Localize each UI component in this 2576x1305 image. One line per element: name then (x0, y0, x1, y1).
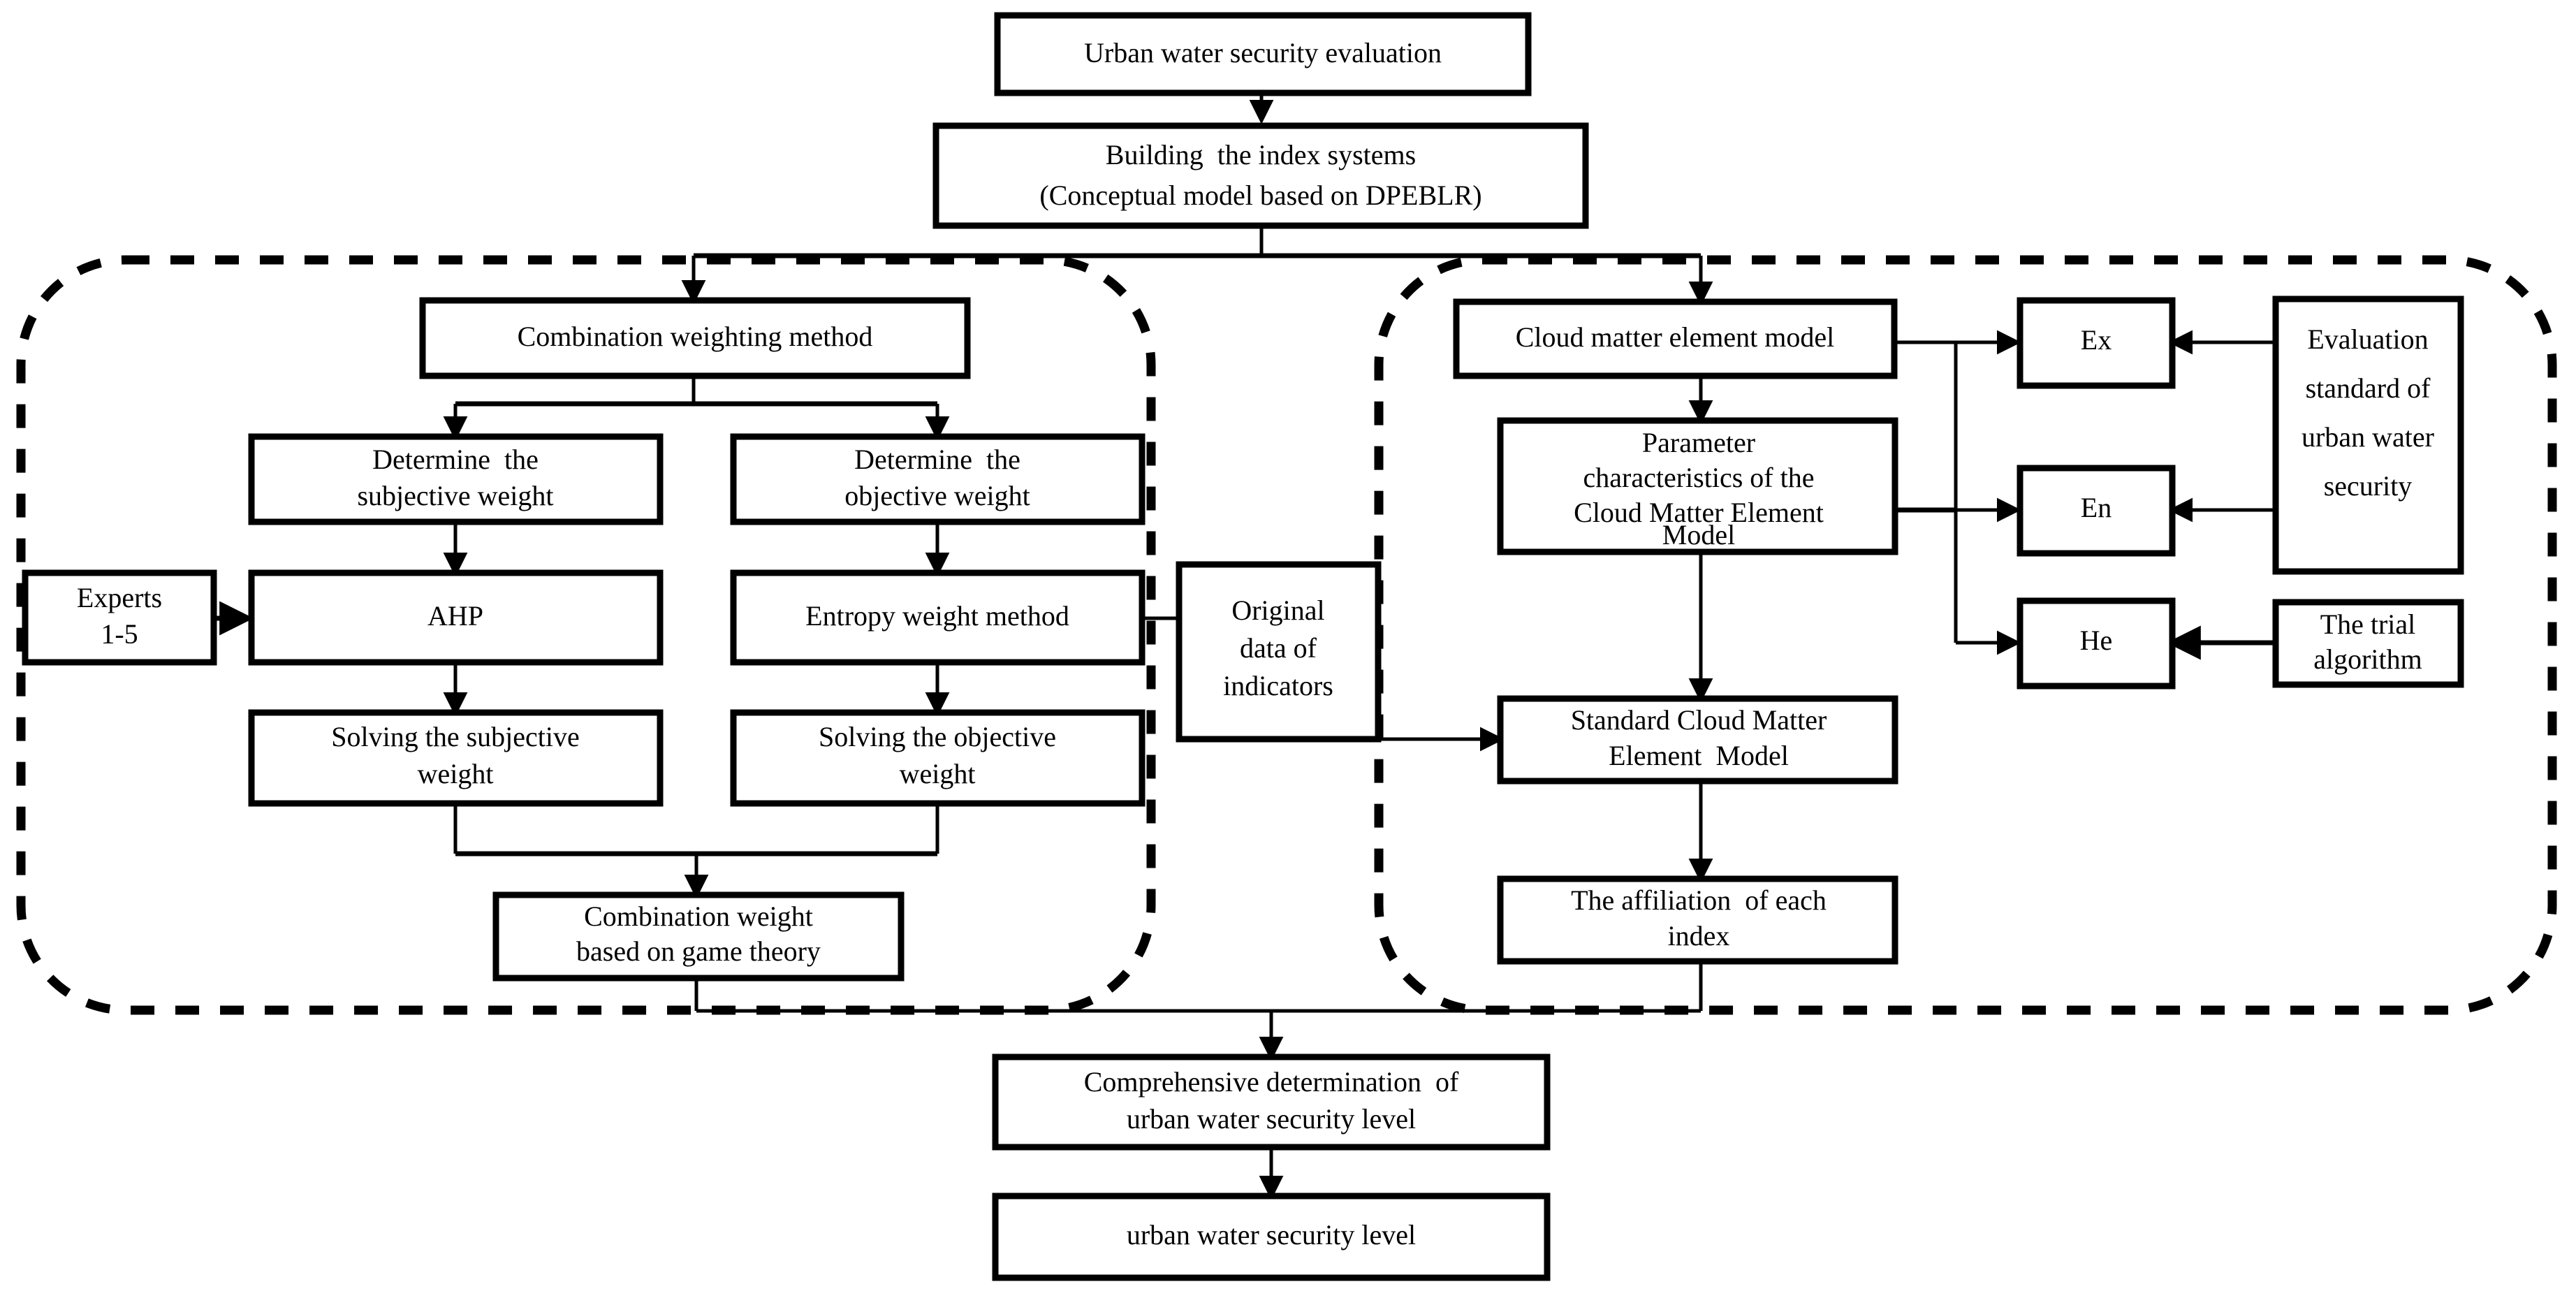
node-parameter-characteristics[interactable] (1497, 417, 1898, 555)
node-experts[interactable] (22, 569, 217, 666)
node-trial-algorithm-line2: algorithm (2313, 643, 2422, 675)
node-affiliation-of-each-index[interactable] (1497, 875, 1898, 965)
node-trial-algorithm-line1: The trial (2320, 608, 2416, 640)
node-standard-cloud-line2: Element Model (1609, 740, 1789, 771)
node-determine-objective-weight-line1: Determine the (854, 444, 1020, 475)
node-solving-subjective-weight-line2: weight (418, 758, 494, 789)
node-combination-weighting-method[interactable] (419, 297, 971, 379)
node-entropy-weight-method[interactable] (730, 569, 1146, 666)
node-root[interactable] (994, 12, 1532, 96)
node-en-label: En (2081, 492, 2112, 523)
node-original-data-of-indicators[interactable] (1176, 561, 1382, 743)
node-cloud-matter-element-model-label: Cloud matter element model (1516, 321, 1835, 353)
node-he-label: He (2080, 625, 2113, 656)
node-original-data-line3: indicators (1223, 670, 1333, 701)
node-original-data-line1: Original (1231, 595, 1324, 626)
node-parameter-characteristics-line4: Model (1662, 519, 1735, 551)
node-determine-subjective-weight-line2: subjective weight (357, 480, 553, 511)
node-standard-cloud-line1: Standard Cloud Matter (1571, 704, 1827, 736)
node-affiliation-line1: The affiliation of each (1571, 884, 1827, 916)
node-evaluation-standard-line3: urban water (2301, 421, 2434, 453)
node-combination-weight-game-theory[interactable] (492, 891, 905, 982)
node-determine-subjective-weight[interactable] (248, 433, 664, 525)
node-solving-objective-weight-line1: Solving the objective (819, 721, 1056, 752)
node-solving-subjective-weight-line1: Solving the subjective (331, 721, 580, 752)
node-ahp-label: AHP (427, 600, 483, 632)
node-solving-objective-weight[interactable] (730, 709, 1146, 807)
node-index-systems-line2: (Conceptual model based on DPEBLR) (1039, 180, 1481, 211)
node-evaluation-standard-line4: security (2324, 470, 2413, 502)
node-parameter-characteristics-line3: Cloud Matter Element (1574, 497, 1824, 528)
node-index-systems[interactable] (932, 122, 1589, 229)
node-determine-subjective-weight-line1: Determine the (372, 444, 539, 475)
node-comprehensive-determination-line2: urban water security level (1127, 1103, 1416, 1135)
node-solving-subjective-weight[interactable] (248, 709, 664, 807)
node-standard-cloud-matter-element-model[interactable] (1497, 695, 1898, 785)
node-experts-line2: 1-5 (101, 618, 138, 650)
node-determine-objective-weight[interactable] (730, 433, 1146, 525)
node-determine-objective-weight-line2: objective weight (844, 480, 1030, 511)
node-en[interactable] (2017, 465, 2176, 557)
node-cloud-matter-element-model[interactable] (1453, 298, 1898, 379)
node-he[interactable] (2017, 597, 2176, 690)
node-comprehensive-determination[interactable] (992, 1054, 1551, 1151)
node-parameter-characteristics-line1: Parameter (1642, 427, 1755, 458)
node-combination-weight-game-theory-line1: Combination weight (584, 901, 813, 932)
node-comprehensive-determination-line1: Comprehensive determination of (1084, 1066, 1459, 1098)
node-experts-line1: Experts (77, 582, 162, 613)
node-urban-water-security-level-label: urban water security level (1127, 1219, 1416, 1251)
node-trial-algorithm[interactable] (2272, 599, 2464, 688)
node-evaluation-standard-line1: Evaluation (2307, 323, 2428, 355)
node-entropy-weight-method-label: Entropy weight method (805, 600, 1069, 632)
node-original-data-line2: data of (1240, 632, 1317, 664)
node-urban-water-security-level[interactable] (992, 1193, 1551, 1281)
node-ex[interactable] (2017, 297, 2176, 389)
node-affiliation-line2: index (1668, 920, 1730, 952)
node-evaluation-standard[interactable] (2272, 296, 2464, 575)
node-ex-label: Ex (2081, 324, 2112, 356)
node-index-systems-line1: Building the index systems (1106, 139, 1416, 170)
node-ahp[interactable] (248, 569, 664, 666)
node-parameter-characteristics-line2: characteristics of the (1583, 462, 1815, 493)
node-combination-weighting-method-label: Combination weighting method (518, 321, 873, 352)
dashed-region-weighting (16, 255, 1156, 1015)
node-solving-objective-weight-line2: weight (900, 758, 976, 789)
node-root-label: Urban water security evaluation (1084, 37, 1442, 68)
node-evaluation-standard-line2: standard of (2306, 372, 2431, 404)
node-combination-weight-game-theory-line2: based on game theory (576, 935, 821, 967)
